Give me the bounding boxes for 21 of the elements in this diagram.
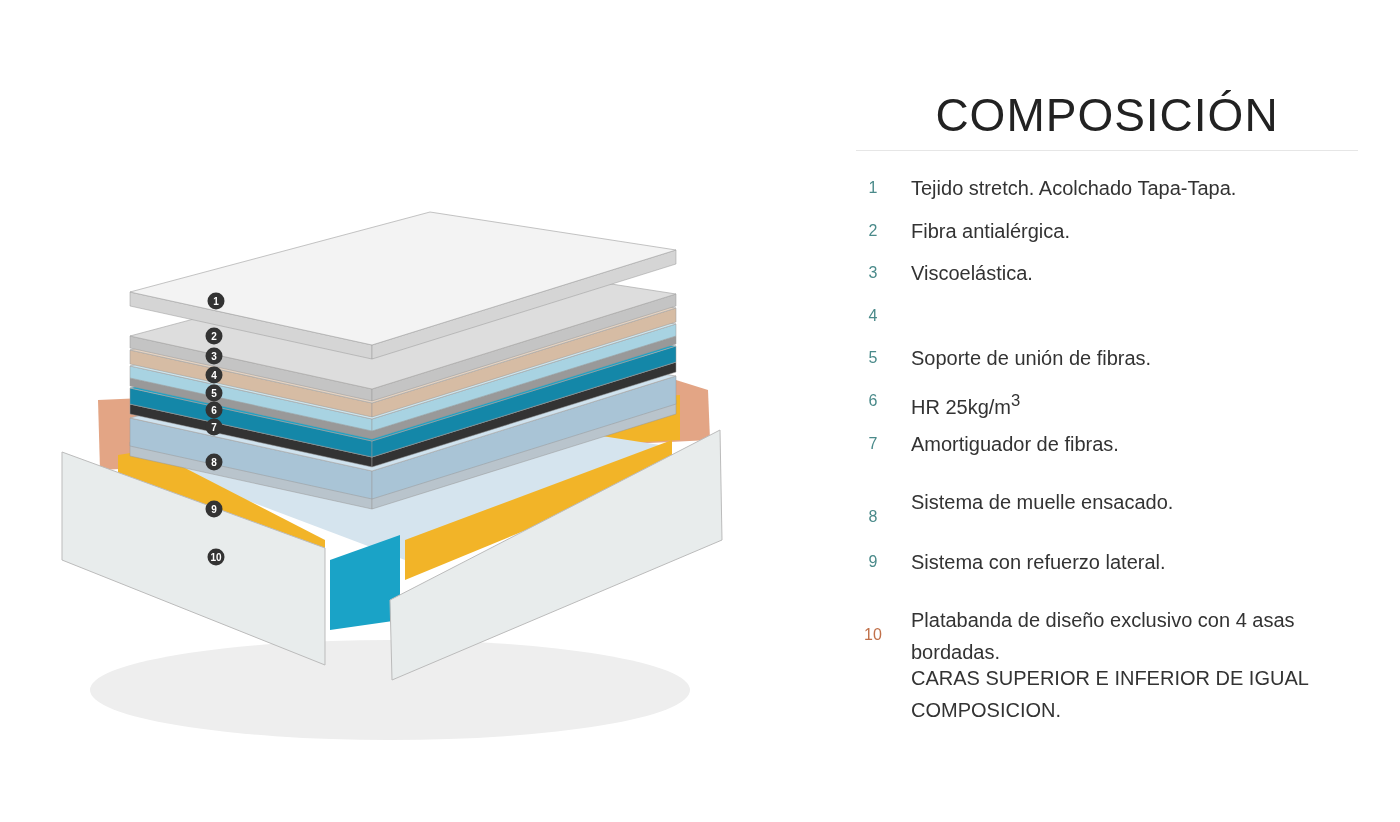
item-description: Amortiguador de fibras. — [911, 432, 1120, 457]
item-number: 9 — [867, 553, 879, 571]
item-number: 4 — [867, 307, 879, 325]
item-description: Fibra antialérgica. — [911, 219, 1071, 244]
title: COMPOSICIÓN — [934, 88, 1280, 142]
item-description: Tejido stretch. Acolchado Tapa-Tapa. — [911, 176, 1238, 201]
item-description: HR 25kg/m$^{3}$ — [911, 390, 1022, 420]
item-description: Sistema con refuerzo lateral. — [911, 550, 1167, 575]
item-number: 10 — [863, 626, 883, 644]
item-description: Sistema de muelle ensacado. — [911, 490, 1175, 515]
item-number: 5 — [867, 349, 879, 367]
item-number: 3 — [867, 264, 879, 282]
item-number: 2 — [867, 222, 879, 240]
item-number: 7 — [867, 435, 879, 453]
item-number: 6 — [867, 392, 879, 410]
item-number: 1 — [867, 179, 879, 197]
item-description: Soporte de unión de fibras. — [911, 346, 1153, 371]
item-number: 8 — [867, 508, 879, 526]
note: CARAS SUPERIOR E INFERIOR DE IGUAL COMPOSICION. — [911, 666, 1310, 723]
item-description: Platabanda de diseño exclusivo con 4 asas bordadas. — [911, 608, 1296, 665]
item-description: Viscoelástica. — [911, 261, 1034, 286]
